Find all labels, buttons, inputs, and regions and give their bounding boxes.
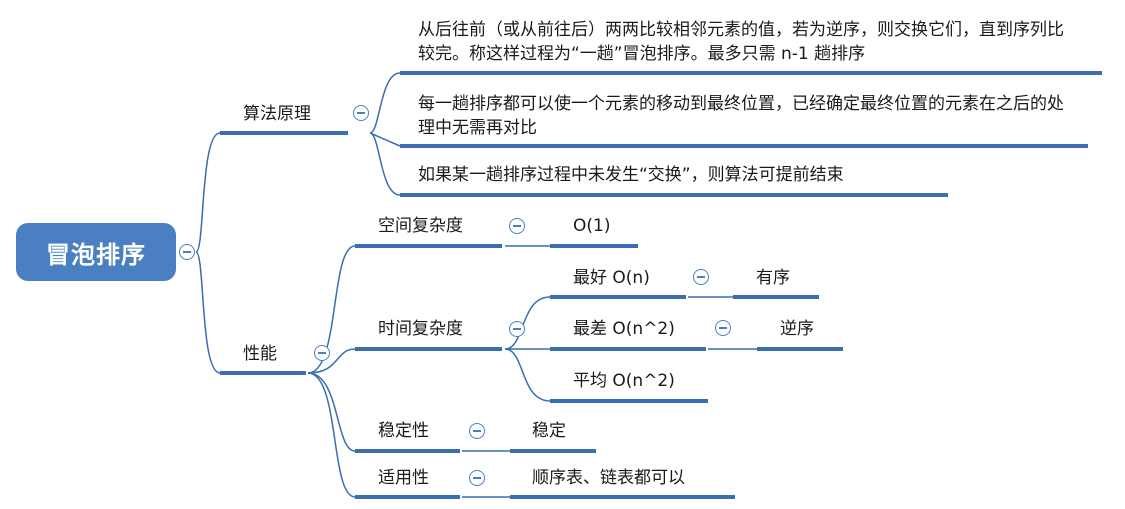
best-case-underline [550,295,686,299]
principle-node[interactable]: 算法原理 [243,104,311,124]
applicability-underline [355,495,460,499]
applicability-collapse-icon[interactable] [469,470,485,486]
space-complexity-collapse-icon[interactable] [509,218,525,234]
stability-value[interactable]: 稳定 [532,421,566,441]
space-complexity-value[interactable]: O(1) [573,216,611,236]
average-case-node[interactable]: 平均 O(n^2) [573,371,675,391]
principle-item-1-underline [400,71,1102,75]
performance-node[interactable]: 性能 [243,344,277,364]
worst-case-value[interactable]: 逆序 [780,319,814,339]
applicability-node[interactable]: 适用性 [378,468,429,488]
applicability-value-underline [510,495,735,499]
best-case-value[interactable]: 有序 [756,268,790,288]
space-complexity-underline [355,244,502,248]
space-complexity-node[interactable]: 空间复杂度 [378,216,463,236]
time-complexity-collapse-icon[interactable] [509,321,525,337]
space-complexity-value-underline [550,244,638,248]
stability-node[interactable]: 稳定性 [378,421,429,441]
principle-item-1[interactable]: 从后往前（或从前往后）两两比较相邻元素的值，若为逆序，则交换它们，直到序列比较完… [418,20,1064,64]
performance-collapse-icon[interactable] [314,345,330,361]
stability-underline [355,449,460,453]
best-case-collapse-icon[interactable] [693,269,709,285]
best-case-node[interactable]: 最好 O(n) [573,268,650,288]
principle-item-2[interactable]: 每一趟排序都可以使一个元素的移动到最终位置，已经确定最终位置的元素在之后的处理中… [418,94,1064,138]
stability-value-underline [510,449,596,453]
time-complexity-node[interactable]: 时间复杂度 [378,319,463,339]
principle-item-3[interactable]: 如果某一趟排序过程中未发生“交换”，则算法可提前结束 [418,165,844,185]
principle-collapse-icon[interactable] [353,105,369,121]
worst-case-collapse-icon[interactable] [715,320,731,336]
root-collapse-icon[interactable] [179,244,195,260]
stability-collapse-icon[interactable] [469,423,485,439]
applicability-value[interactable]: 顺序表、链表都可以 [532,468,685,488]
root-node[interactable]: 冒泡排序 [16,223,176,281]
performance-underline [220,371,306,375]
worst-case-value-underline [757,347,843,351]
principle-item-2-underline [400,144,1088,148]
worst-case-underline [550,347,706,351]
best-case-value-underline [733,295,819,299]
principle-underline [220,131,348,135]
worst-case-node[interactable]: 最差 O(n^2) [573,319,675,339]
time-complexity-underline [355,347,502,351]
average-case-underline [550,399,708,403]
principle-item-3-underline [400,193,948,197]
